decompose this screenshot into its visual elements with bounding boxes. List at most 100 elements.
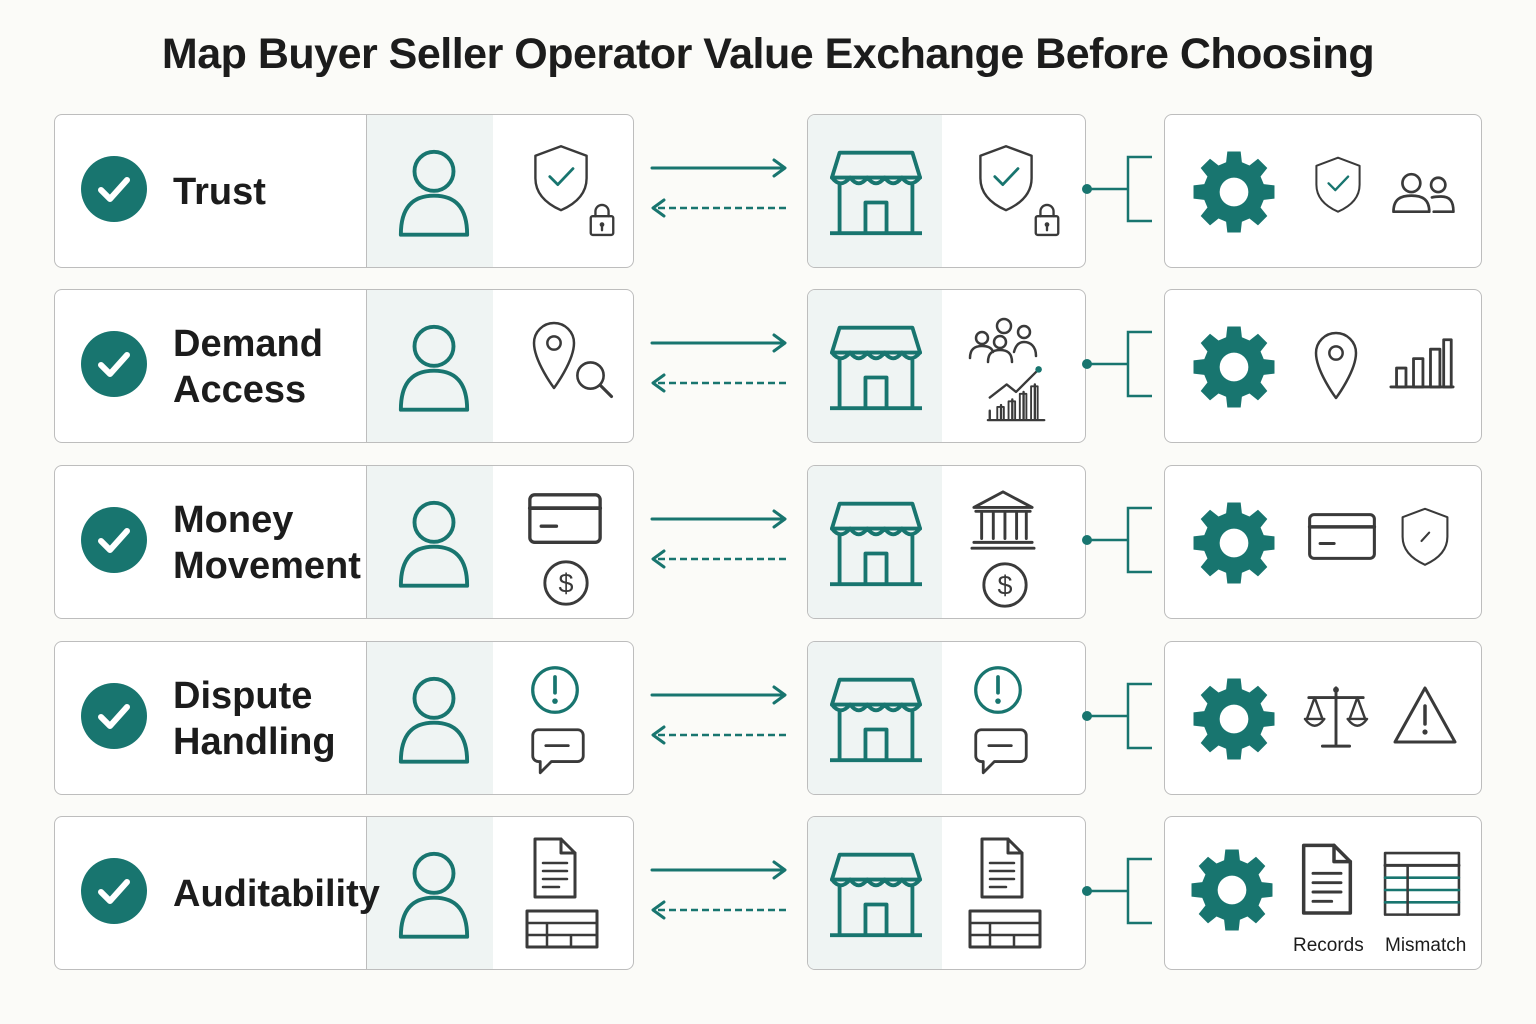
exchange-arrows bbox=[650, 685, 787, 745]
row-label-line: Money bbox=[173, 499, 294, 541]
gear-icon bbox=[1193, 678, 1275, 760]
table-icon bbox=[525, 909, 599, 949]
row-label-line: Access bbox=[173, 369, 307, 411]
seller-card bbox=[807, 114, 1086, 268]
alert-circle-icon bbox=[974, 666, 1022, 714]
operator-card bbox=[1164, 289, 1482, 443]
row-label-line: Demand bbox=[173, 323, 323, 365]
exchange-arrows bbox=[650, 509, 787, 569]
store-icon bbox=[830, 150, 922, 236]
value-row: Trust bbox=[0, 114, 1536, 270]
seller-shade bbox=[808, 817, 942, 969]
seller-card bbox=[807, 289, 1086, 443]
seller-shade bbox=[808, 642, 942, 794]
row-label-line: Movement bbox=[173, 545, 361, 587]
check-icon bbox=[81, 507, 147, 573]
records-caption: Records bbox=[1293, 935, 1364, 956]
svg-text:$: $ bbox=[559, 569, 574, 599]
row-label-line: Trust bbox=[173, 171, 266, 213]
document-icon bbox=[533, 837, 577, 899]
check-icon bbox=[81, 331, 147, 397]
store-icon bbox=[830, 852, 922, 938]
credit-card-icon bbox=[527, 493, 603, 545]
chat-bubble-icon bbox=[974, 728, 1028, 775]
operator-card bbox=[1164, 114, 1482, 268]
operator-connector bbox=[1082, 857, 1152, 925]
page-title: Map Buyer Seller Operator Value Exchange… bbox=[161, 30, 1375, 78]
chat-bubble-icon bbox=[531, 728, 585, 775]
row-label-line: Auditability bbox=[173, 873, 380, 915]
shield-check-icon bbox=[534, 144, 588, 212]
seller-card bbox=[807, 641, 1086, 795]
store-icon bbox=[830, 677, 922, 763]
location-pin-icon bbox=[532, 321, 576, 390]
gear-icon bbox=[1193, 151, 1275, 233]
row-label: Trust bbox=[173, 115, 363, 267]
check-icon bbox=[81, 156, 147, 222]
operator-connector bbox=[1082, 682, 1152, 750]
shield-check-icon bbox=[1315, 156, 1361, 213]
dollar-coin-icon: $ bbox=[982, 562, 1028, 608]
operator-card bbox=[1164, 465, 1482, 619]
exchange-arrows bbox=[650, 333, 787, 393]
person-icon bbox=[398, 149, 470, 237]
bank-icon bbox=[970, 490, 1036, 550]
scales-icon bbox=[1303, 686, 1369, 748]
operator-card: Records Mismatch bbox=[1164, 816, 1482, 970]
operator-connector bbox=[1082, 506, 1152, 574]
warning-triangle-icon bbox=[1393, 686, 1457, 744]
person-icon bbox=[398, 851, 470, 939]
gear-icon bbox=[1193, 502, 1275, 584]
buyer-card: Trust bbox=[54, 114, 634, 268]
document-icon bbox=[980, 837, 1024, 899]
users-icon bbox=[1392, 172, 1455, 214]
seller-shade bbox=[808, 466, 942, 618]
table-icon bbox=[968, 909, 1042, 949]
row-label-line: Handling bbox=[173, 721, 336, 763]
growth-chart-icon bbox=[986, 366, 1046, 422]
operator-card bbox=[1164, 641, 1482, 795]
svg-text:$: $ bbox=[998, 571, 1013, 601]
people-group-icon bbox=[968, 317, 1038, 364]
shield-check-icon bbox=[979, 144, 1033, 212]
bar-chart-icon bbox=[1389, 338, 1455, 389]
lock-icon bbox=[1034, 203, 1060, 237]
gear-icon bbox=[1191, 849, 1273, 931]
operator-connector bbox=[1082, 330, 1152, 398]
store-icon bbox=[830, 501, 922, 587]
shield-icon bbox=[1401, 507, 1449, 566]
spreadsheet-icon bbox=[1383, 851, 1461, 916]
gear-icon bbox=[1193, 326, 1275, 408]
document-icon bbox=[1301, 843, 1353, 915]
lock-icon bbox=[589, 203, 615, 237]
alert-circle-icon bbox=[531, 666, 579, 714]
buyer-card: Auditability bbox=[54, 816, 634, 970]
mismatch-caption: Mismatch bbox=[1385, 935, 1467, 956]
check-icon bbox=[81, 858, 147, 924]
exchange-arrows bbox=[650, 860, 787, 920]
seller-shade bbox=[808, 290, 942, 442]
store-icon bbox=[830, 325, 922, 411]
operator-connector bbox=[1082, 155, 1152, 223]
person-icon bbox=[398, 676, 470, 764]
dollar-coin-icon: $ bbox=[543, 560, 589, 606]
seller-card bbox=[807, 816, 1086, 970]
row-label-line: Dispute bbox=[173, 675, 313, 717]
row-label: Auditability bbox=[173, 817, 380, 969]
location-pin-icon bbox=[1314, 331, 1358, 400]
seller-shade bbox=[808, 115, 942, 267]
person-icon bbox=[398, 500, 470, 588]
magnifier-icon bbox=[576, 361, 614, 399]
check-icon bbox=[81, 683, 147, 749]
person-icon bbox=[398, 324, 470, 412]
seller-card: $ bbox=[807, 465, 1086, 619]
